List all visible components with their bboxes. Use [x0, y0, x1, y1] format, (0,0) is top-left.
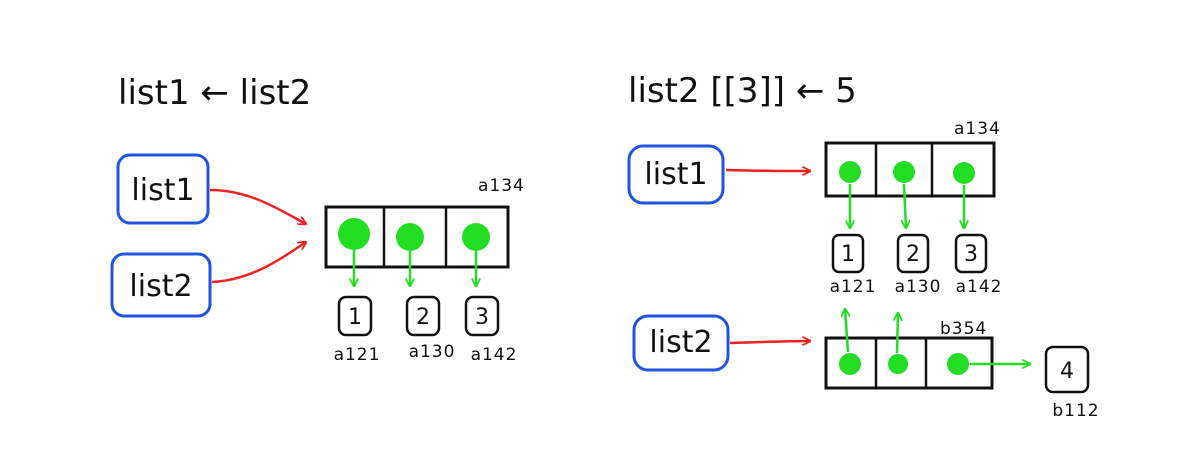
right-element-value-1: 1 — [841, 242, 855, 267]
left-element-value-1: 1 — [348, 305, 362, 330]
right-list1-ref-dot-3 — [953, 162, 975, 184]
left-list2-label: list2 — [129, 269, 192, 304]
right-list2-address: b354 — [940, 319, 987, 339]
right-list2-ref-dot-3 — [947, 353, 969, 375]
left-element-box-3 — [464, 295, 500, 337]
right-list1-box — [627, 144, 725, 205]
right-new-element-address: b112 — [1052, 401, 1099, 421]
right-element-value-3: 3 — [964, 242, 978, 267]
right-element-box-2 — [896, 233, 930, 274]
left-list2-box — [110, 252, 212, 318]
left-ref-dot-2 — [396, 223, 424, 251]
right-list2-ref-dot-2 — [888, 354, 908, 374]
left-element-box-1 — [337, 295, 373, 337]
left-list1-pointer-arrow — [209, 188, 306, 224]
right-element-address-3: a142 — [956, 277, 1003, 297]
left-element-address-3: a142 — [471, 345, 518, 365]
right-element-box-3 — [954, 233, 988, 274]
right-element-address-1: a121 — [830, 277, 877, 297]
right-list1-label: list1 — [644, 157, 707, 192]
right-list2-label: list2 — [649, 325, 712, 360]
right-new-element-box — [1044, 345, 1090, 394]
right-title: list2 [[3]] ← 5 — [628, 71, 857, 111]
right-list1-ref-dot-2 — [893, 161, 915, 183]
left-ref-dot-3 — [462, 223, 490, 251]
right-list1-ref-dot-1 — [839, 161, 861, 183]
left-element-address-2: a130 — [409, 342, 456, 362]
left-title: list1 ← list2 — [118, 73, 311, 113]
right-list1-pointer-arrow — [725, 170, 810, 171]
left-list-container — [324, 205, 510, 269]
left-list2-pointer-arrow — [211, 242, 306, 284]
right-element-address-2: a130 — [895, 277, 942, 297]
right-list1-container — [824, 141, 996, 198]
left-element-address-1: a121 — [334, 345, 381, 365]
right-list2-pointer-arrow — [729, 341, 810, 343]
left-element-value-2: 2 — [416, 305, 430, 330]
right-element-box-1 — [831, 233, 865, 274]
left-element-value-3: 3 — [475, 305, 489, 330]
right-list1-address: a134 — [954, 119, 1001, 139]
right-list2-ref-arrow-2 — [897, 313, 898, 354]
left-list1-label: list1 — [131, 173, 194, 208]
right-list2-ref-arrow-1 — [845, 309, 848, 353]
left-ref-dot-1 — [338, 218, 370, 250]
right-list2-box — [632, 314, 730, 372]
right-element-value-2: 2 — [906, 242, 920, 267]
left-element-box-2 — [405, 295, 441, 337]
left-list1-box — [116, 153, 210, 225]
right-list2-ref-dot-1 — [839, 353, 861, 375]
right-new-element-value: 4 — [1060, 359, 1074, 384]
right-list1-ref-arrow-2 — [904, 183, 906, 228]
left-list-address: a134 — [478, 176, 525, 196]
